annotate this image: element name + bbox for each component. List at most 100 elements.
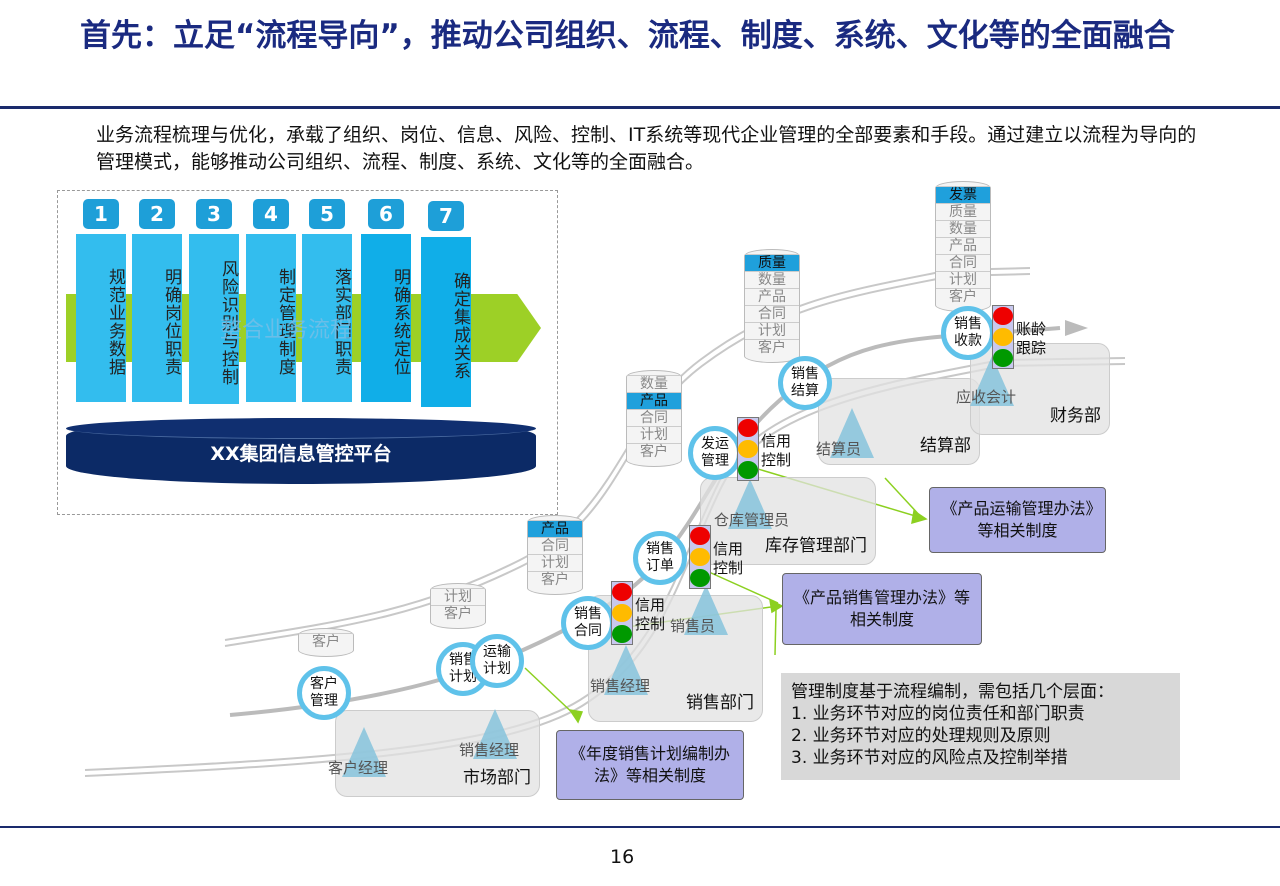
process-node[interactable]: 销售合同 [561, 596, 615, 650]
steps-panel [57, 190, 558, 515]
role-label: 客户经理 [328, 759, 389, 777]
process-node[interactable]: 销售收款 [941, 306, 995, 360]
database-cylinder: 计划客户 [430, 583, 486, 629]
role-marker: 销售经理 [590, 645, 650, 695]
database-field: 客户 [745, 339, 799, 356]
database-field: 客户 [299, 633, 353, 650]
signal-lamp [738, 460, 758, 479]
control-label: 信用控制 [635, 596, 666, 633]
database-field: 合同 [528, 537, 582, 554]
page-title: 首先：立足“流程导向”，推动公司组织、流程、制度、系统、文化等的全面融合 [80, 18, 1175, 54]
role-marker: 销售经理 [459, 709, 519, 759]
platform-label: XX集团信息管控平台 [210, 443, 392, 465]
step-label: 制定管理制度 [246, 234, 296, 402]
intro-text: 业务流程梳理与优化，承载了组织、岗位、信息、风险、控制、IT系统等现代企业管理的… [96, 124, 1197, 173]
step-number-badge: 2 [139, 199, 175, 229]
regulation-scroll: 《产品运输管理办法》等相关制度 [929, 487, 1106, 553]
signal-lamp [612, 624, 632, 643]
step-label: 明确岗位职责 [132, 234, 182, 402]
department-box: 库存管理部门 [700, 477, 876, 565]
note-item: 2. 业务环节对应的处理规则及原则 [791, 726, 1051, 746]
step-label: 落实部门职责 [302, 234, 352, 402]
traffic-light-icon [992, 305, 1014, 369]
signal-lamp [690, 527, 710, 546]
database-field: 客户 [528, 571, 582, 588]
signal-lamp [993, 348, 1013, 367]
role-triangle-icon [728, 479, 772, 529]
step-label: 明确系统定位 [361, 234, 411, 402]
step-number-badge: 4 [253, 199, 289, 229]
step-label: 规范业务数据 [76, 234, 126, 402]
database-field: 数量 [745, 271, 799, 288]
note-box: 管理制度基于流程编制，需包括几个层面： 1. 业务环节对应的岗位责任和部门职责 … [781, 673, 1180, 780]
signal-lamp [738, 439, 758, 458]
signal-lamp [612, 603, 632, 622]
signal-lamp [993, 307, 1013, 326]
process-node[interactable]: 运输计划 [470, 634, 524, 688]
role-triangle-icon [342, 727, 386, 777]
step-number-badge: 5 [309, 199, 345, 229]
step-label: 风险识别与控制 [189, 234, 239, 404]
traffic-light-icon [689, 525, 711, 589]
role-marker: 销售员 [670, 585, 728, 635]
step-number-badge: 1 [83, 199, 119, 229]
database-field: 计划 [528, 554, 582, 571]
page-number: 16 [610, 846, 635, 868]
note-item: 3. 业务环节对应的风险点及控制举措 [791, 748, 1068, 768]
role-label: 应收会计 [956, 388, 1017, 406]
role-label: 销售经理 [590, 677, 651, 695]
database-field: 客户 [431, 605, 485, 622]
database-cylinder: 发票质量数量产品合同计划客户 [935, 181, 991, 312]
platform-cylinder: XX集团信息管控平台 [66, 418, 536, 484]
role-label: 销售经理 [459, 741, 520, 759]
database-field: 产品 [936, 237, 990, 254]
department-label: 财务部 [1050, 406, 1101, 426]
signal-lamp [738, 419, 758, 438]
process-node[interactable]: 销售结算 [778, 356, 832, 410]
regulation-scroll: 《年度销售计划编制办法》等相关制度 [556, 730, 744, 800]
signal-lamp [690, 547, 710, 566]
department-label: 市场部门 [463, 768, 531, 788]
process-node[interactable]: 客户管理 [297, 666, 351, 720]
database-field: 计划 [745, 322, 799, 339]
role-marker: 结算员 [816, 408, 874, 458]
database-field: 计划 [936, 271, 990, 288]
database-field: 计划 [431, 588, 485, 605]
database-field: 合同 [745, 305, 799, 322]
process-node[interactable]: 销售订单 [633, 531, 687, 585]
database-field: 产品 [528, 520, 582, 537]
database-cylinder: 质量数量产品合同计划客户 [744, 249, 800, 363]
title-divider [0, 106, 1280, 109]
database-field: 质量 [745, 254, 799, 271]
signal-lamp [993, 327, 1013, 346]
database-field: 质量 [936, 203, 990, 220]
department-label: 结算部 [920, 436, 971, 456]
note-heading: 管理制度基于流程编制，需包括几个层面： [791, 682, 1114, 702]
traffic-light-icon [611, 581, 633, 645]
control-label: 账龄跟踪 [1016, 320, 1047, 357]
process-node[interactable]: 发运管理 [688, 426, 742, 480]
database-field: 客户 [627, 443, 681, 460]
signal-lamp [690, 568, 710, 587]
role-triangle-icon [830, 408, 874, 458]
database-field: 产品 [745, 288, 799, 305]
role-marker: 客户经理 [328, 727, 388, 777]
traffic-light-icon [737, 417, 759, 481]
role-marker: 应收会计 [956, 356, 1016, 406]
database-cylinder: 客户 [298, 628, 354, 657]
footer-divider [0, 826, 1280, 828]
role-triangle-icon [604, 645, 648, 695]
role-label: 销售员 [670, 617, 716, 635]
database-cylinder: 数量产品合同计划客户 [626, 370, 682, 467]
database-field: 合同 [936, 254, 990, 271]
department-label: 库存管理部门 [765, 536, 867, 556]
role-label: 仓库管理员 [714, 511, 790, 529]
database-field: 产品 [627, 392, 681, 409]
step-label: 确定集成关系 [421, 237, 471, 407]
database-field: 合同 [627, 409, 681, 426]
department-label: 销售部门 [686, 693, 754, 713]
database-field: 发票 [936, 186, 990, 203]
role-marker: 仓库管理员 [714, 479, 789, 529]
signal-lamp [612, 583, 632, 602]
role-triangle-icon [970, 356, 1014, 406]
